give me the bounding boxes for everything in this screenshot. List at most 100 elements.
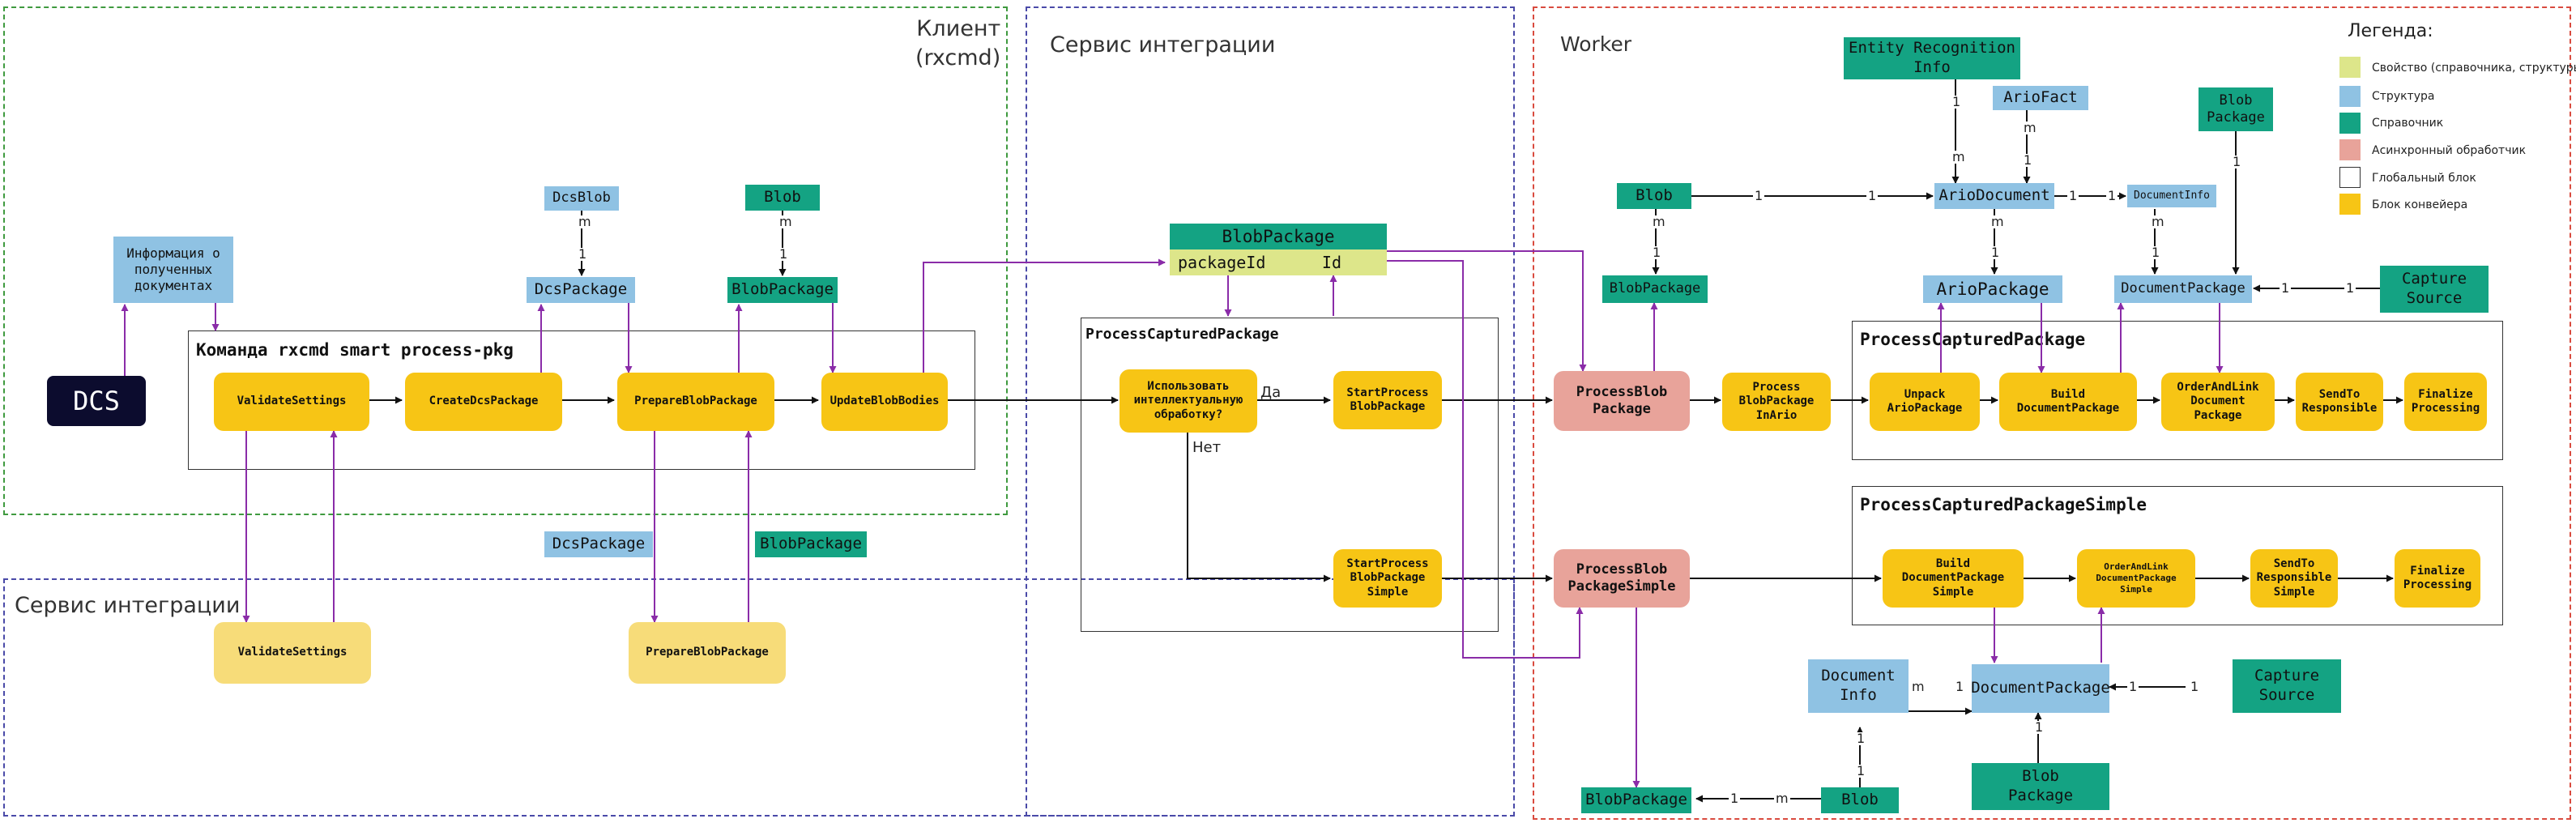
mult-client-blob-m: m (778, 214, 794, 229)
mult-docinfo-docpkg-1: 1 (2150, 245, 2162, 260)
region-integration-bottom-title: Сервис интеграции (15, 593, 241, 618)
bottom-worker-blob-package-ref: BlobPackage (1581, 787, 1691, 813)
mult-worker-blob-m: m (1651, 214, 1667, 229)
step-start-process-blob-package-simple: StartProcess BlobPackage Simple (1333, 549, 1442, 608)
decision-no-label: Нет (1192, 439, 1222, 456)
step-finalize-processing-simple: Finalize Processing (2395, 549, 2480, 608)
mult-bottom-blob-docinfo-1b: 1 (1855, 763, 1867, 778)
legend-swatch-reference (2339, 113, 2361, 134)
mult-bottom-blob-docinfo-1a: 1 (1855, 731, 1867, 746)
region-integration-bottom (3, 578, 1515, 817)
region-client-title: Клиент (rxcmd) (915, 16, 1001, 71)
legend-swatch-pipeline (2339, 194, 2361, 215)
step-order-and-link-document-package: OrderAndLink Document Package (2161, 373, 2275, 431)
step-finalize-processing: Finalize Processing (2404, 373, 2487, 431)
legend-label-structure: Структура (2372, 90, 2435, 103)
mult-ario-docinfo-1a: 1 (2067, 188, 2079, 203)
legend-label-pipeline: Блок конвейера (2372, 198, 2468, 211)
mult-ariopkg-m: m (1990, 214, 2006, 229)
legend-label-global: Глобальный блок (2372, 172, 2476, 185)
dcs-blob-struct: DcsBlob (544, 186, 619, 211)
bottom-capture-source-ref: Capture Source (2233, 659, 2341, 713)
prop-id-label: Id (1321, 252, 1341, 272)
region-worker-title: Worker (1560, 32, 1632, 56)
mult-worker-blob-1: 1 (1651, 245, 1663, 260)
mult-ariopkg-1: 1 (1990, 245, 2002, 260)
ario-fact-struct: ArioFact (1993, 86, 2088, 110)
mult-capture-docpkg-1b: 1 (2344, 280, 2356, 296)
entity-recognition-info-ref: Entity Recognition Info (1844, 37, 2020, 79)
mult-bottom-capture-1a: 1 (2127, 679, 2139, 694)
bottom-blob-package-ref-worker: Blob Package (1972, 763, 2109, 810)
step-unpack-ario-package: Unpack ArioPackage (1870, 373, 1980, 431)
step-send-to-responsible: SendTo Responsible (2296, 373, 2383, 431)
dcs-block: DCS (47, 376, 146, 426)
legend-label-async: Асинхронный обработчик (2372, 144, 2527, 157)
mult-bottom-capture-1b: 1 (2189, 679, 2201, 694)
mult-client-blob-1: 1 (778, 246, 790, 262)
integration-blob-package-ref: BlobPackage (1170, 224, 1387, 249)
async-process-blob-package-simple: ProcessBlob PackageSimple (1554, 549, 1690, 608)
mult-dcsblob-1: 1 (577, 246, 589, 262)
step-process-blob-package-in-ario: Process BlobPackage InArio (1722, 373, 1831, 431)
capture-source-ref: Capture Source (2380, 266, 2489, 313)
client-dcs-package-struct: DcsPackage (527, 277, 635, 303)
mult-fact-ario-1: 1 (2022, 152, 2034, 168)
legend-title: Легенда: (2348, 21, 2433, 41)
step-prepare-blob-package: PrepareBlobPackage (617, 373, 774, 431)
frame-worker-process (1852, 321, 2503, 460)
mult-blobpkg-docpkg-1a: 1 (2231, 154, 2243, 169)
step-validate-settings: ValidateSettings (214, 373, 369, 431)
legend-label-property: Свойство (справочника, структуры) (2372, 62, 2576, 75)
decision-intelligent-processing: Использовать интеллектуальную обработку? (1120, 369, 1257, 433)
region-integration-top-title: Сервис интеграции (1050, 32, 1276, 58)
step-build-document-package: Build DocumentPackage (1999, 373, 2137, 431)
mult-bottom-docinfo-1: 1 (1954, 679, 1966, 694)
mult-fact-ario-m: m (2022, 120, 2038, 135)
mult-dcsblob-m: m (577, 214, 593, 229)
step-build-document-package-simple: Build DocumentPackage Simple (1883, 549, 2024, 608)
mult-docinfo-docpkg-m: m (2150, 214, 2166, 229)
mult-bottom-blobpkg-1a: 1 (2033, 719, 2045, 735)
worker-blob-package-ref: BlobPackage (1602, 275, 1708, 303)
bottom-document-info-struct: Document Info (1808, 659, 1909, 713)
worker-blob-package-ref-top: Blob Package (2199, 87, 2273, 131)
region-worker (1533, 6, 2571, 820)
frame-command-title: Команда rxcmd smart process-pkg (196, 340, 514, 360)
legend-swatch-structure (2339, 86, 2361, 107)
info-docs-struct: Информация о полученных документах (113, 237, 233, 303)
step-order-and-link-document-package-simple: OrderAndLink DocumentPackage Simple (2077, 549, 2195, 608)
bottom-blob-package-ref: BlobPackage (755, 531, 867, 557)
client-blob-ref: Blob (745, 185, 820, 211)
ario-package-struct: ArioPackage (1923, 275, 2062, 303)
bottom-prepare-blob-package: PrepareBlobPackage (629, 622, 786, 684)
mult-bottom-blob-1: 1 (1729, 791, 1741, 806)
mult-bottom-blob-m: m (1774, 791, 1790, 806)
decision-yes-label: Да (1260, 384, 1282, 401)
mult-capture-docpkg-1a: 1 (2280, 280, 2292, 296)
region-client (3, 6, 1008, 515)
step-start-process-blob-package: StartProcess BlobPackage (1333, 371, 1442, 429)
step-create-dcs-package: CreateDcsPackage (405, 373, 562, 431)
mult-blob-ario-1a: 1 (1753, 188, 1765, 203)
step-send-to-responsible-simple: SendTo Responsible Simple (2250, 549, 2338, 608)
mult-blob-ario-1b: 1 (1866, 188, 1879, 203)
mult-bottom-docinfo-m: m (1910, 679, 1926, 694)
legend-swatch-global (2339, 167, 2361, 188)
bottom-validate-settings: ValidateSettings (214, 622, 371, 684)
mult-ario-docinfo-1b: 1 (2106, 188, 2118, 203)
worker-blob-ref: Blob (1617, 183, 1691, 209)
mult-entity-ario-1: 1 (1951, 94, 1963, 109)
async-process-blob-package: ProcessBlob Package (1554, 371, 1690, 431)
prop-package-id: packageId Id (1170, 249, 1387, 275)
client-blob-package-ref: BlobPackage (727, 277, 838, 303)
frame-integration-process-title: ProcessCapturedPackage (1085, 326, 1279, 343)
legend-swatch-property (2339, 57, 2361, 78)
legend-label-reference: Справочник (2372, 117, 2444, 130)
frame-worker-process-title: ProcessCapturedPackage (1860, 330, 2086, 349)
frame-worker-process-simple (1852, 486, 2503, 625)
bottom-worker-blob-ref: Blob (1821, 787, 1899, 813)
document-package-struct: DocumentPackage (2114, 275, 2252, 303)
mult-entity-ario-m: m (1951, 149, 1967, 164)
